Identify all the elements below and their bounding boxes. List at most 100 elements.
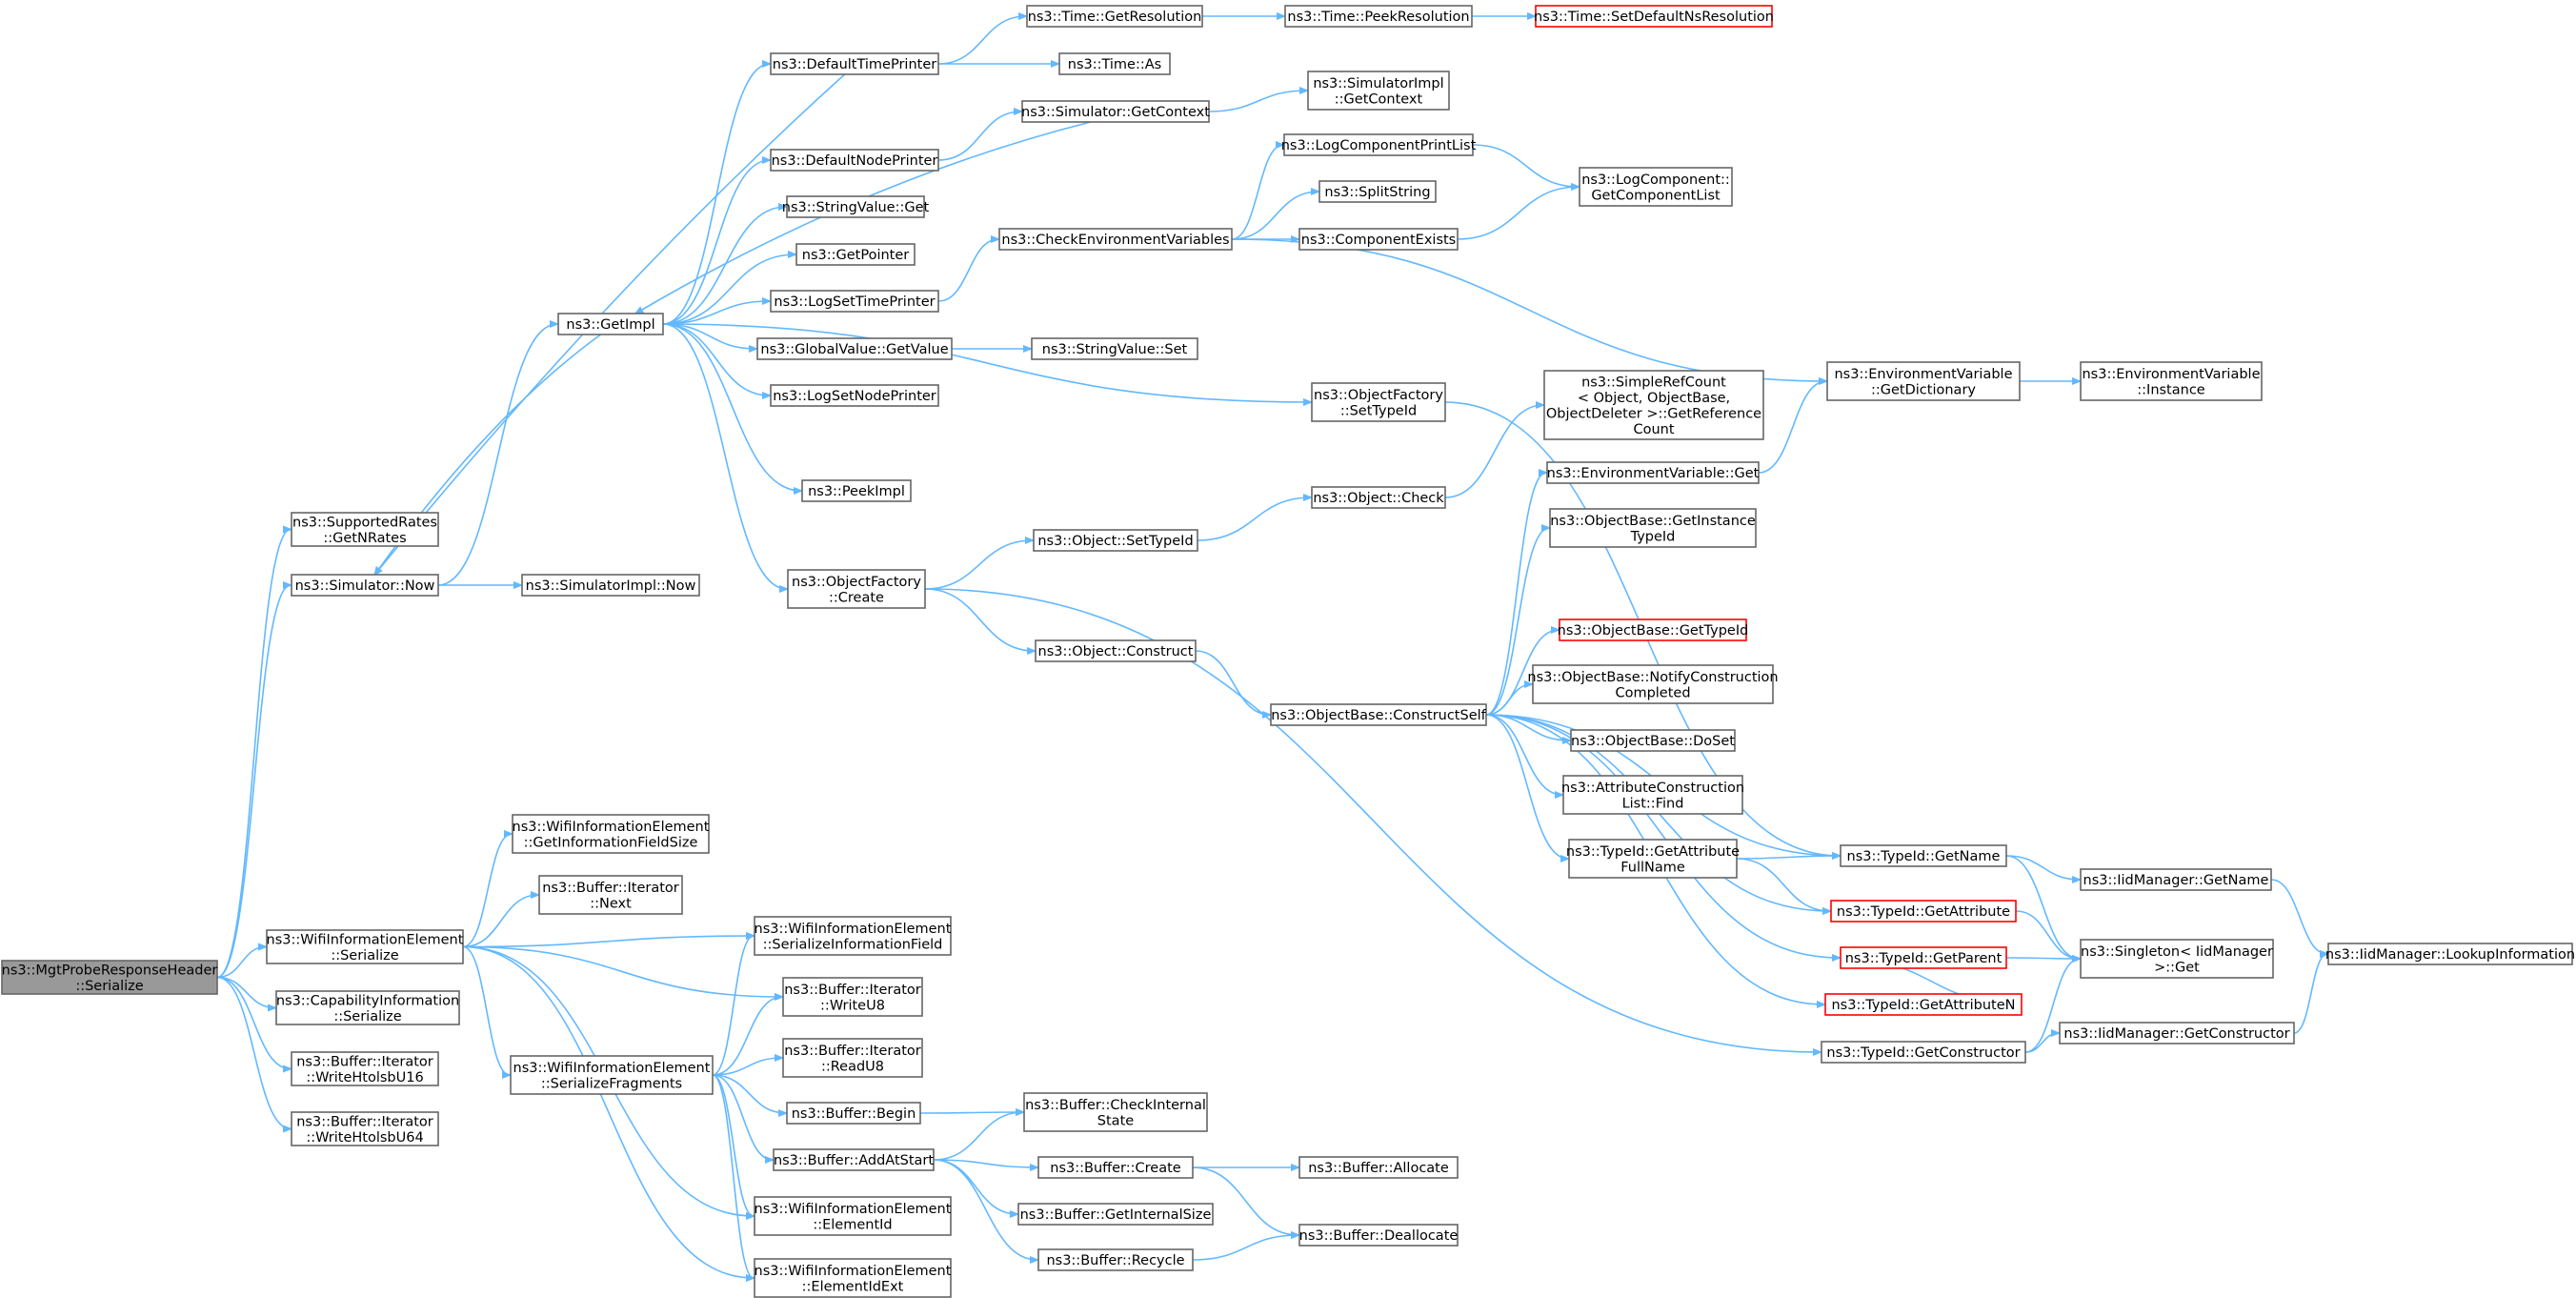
node-box[interactable]: [1021, 100, 1210, 123]
node-box[interactable]: [291, 1111, 439, 1146]
node-box[interactable]: [782, 1038, 923, 1078]
node-strValGet[interactable]: ns3::StringValue::Get: [782, 195, 930, 218]
node-box[interactable]: [770, 149, 939, 172]
node-ofSetTypeId[interactable]: ns3::ObjectFactory::SetTypeId: [1311, 382, 1446, 422]
node-tidGetAttribute[interactable]: ns3::TypeId::GetAttribute: [1830, 900, 2017, 923]
node-simImplNow[interactable]: ns3::SimulatorImpl::Now: [521, 574, 700, 597]
node-box[interactable]: [1568, 839, 1738, 879]
node-tidGetConstructor[interactable]: ns3::TypeId::GetConstructor: [1821, 1041, 2026, 1064]
node-bufBegin[interactable]: ns3::Buffer::Begin: [786, 1102, 921, 1125]
node-checkEnvVars[interactable]: ns3::CheckEnvironmentVariables: [998, 228, 1233, 251]
node-iidGetConstructor[interactable]: ns3::IidManager::GetConstructor: [2059, 1022, 2295, 1044]
node-box[interactable]: [782, 977, 923, 1017]
node-box[interactable]: [1298, 228, 1459, 251]
node-box[interactable]: [2080, 868, 2272, 891]
node-root[interactable]: ns3::MgtProbeResponseHeader::Serialize: [1, 960, 218, 995]
node-ofCreate[interactable]: ns3::ObjectFactory::Create: [787, 569, 926, 609]
node-box[interactable]: [2327, 943, 2573, 965]
node-defNodePrinter[interactable]: ns3::DefaultNodePrinter: [770, 149, 939, 172]
node-box[interactable]: [1023, 1092, 1208, 1132]
node-box[interactable]: [998, 228, 1233, 251]
node-box[interactable]: [801, 479, 912, 502]
node-wieElementId[interactable]: ns3::WifiInformationElement::ElementId: [754, 1196, 952, 1236]
node-singletonGet[interactable]: ns3::Singleton< IidManager>::Get: [2080, 939, 2274, 979]
node-peekImpl[interactable]: ns3::PeekImpl: [801, 479, 912, 502]
node-box[interactable]: [1840, 844, 2007, 867]
node-box[interactable]: [1543, 370, 1764, 440]
node-wieElementIdExt[interactable]: ns3::WifiInformationElement::ElementIdEx…: [754, 1258, 952, 1298]
node-box[interactable]: [786, 195, 925, 218]
node-box[interactable]: [754, 916, 952, 956]
node-timeGetRes[interactable]: ns3::Time::GetResolution: [1026, 5, 1203, 28]
node-logCompPrintList[interactable]: ns3::LogComponentPrintList: [1281, 133, 1477, 156]
node-box[interactable]: [1532, 664, 1774, 704]
node-box[interactable]: [521, 574, 700, 597]
node-box[interactable]: [787, 569, 926, 609]
node-box[interactable]: [754, 1258, 952, 1298]
node-box[interactable]: [1311, 382, 1446, 422]
node-splitString[interactable]: ns3::SplitString: [1318, 180, 1437, 203]
node-box[interactable]: [538, 875, 683, 915]
node-wieSerInfoField[interactable]: ns3::WifiInformationElement::SerializeIn…: [754, 916, 952, 956]
node-box[interactable]: [1, 960, 218, 995]
node-box[interactable]: [510, 1055, 714, 1095]
node-bufIterWriteU8[interactable]: ns3::Buffer::Iterator::WriteU8: [782, 977, 923, 1017]
node-box[interactable]: [291, 1051, 439, 1086]
node-tidGetName[interactable]: ns3::TypeId::GetName: [1840, 844, 2007, 867]
node-box[interactable]: [770, 52, 939, 75]
node-box[interactable]: [756, 337, 953, 360]
node-envVarGet[interactable]: ns3::EnvironmentVariable::Get: [1546, 461, 1760, 484]
node-box[interactable]: [1824, 993, 2023, 1016]
node-logSetTimePrinter[interactable]: ns3::LogSetTimePrinter: [770, 290, 939, 313]
node-box[interactable]: [1035, 639, 1197, 662]
node-box[interactable]: [1546, 461, 1760, 484]
node-timeAs[interactable]: ns3::Time::As: [1058, 52, 1171, 75]
node-box[interactable]: [1033, 529, 1198, 552]
node-box[interactable]: [1270, 703, 1487, 726]
node-bufIterNext[interactable]: ns3::Buffer::Iterator::Next: [538, 875, 683, 915]
node-box[interactable]: [1307, 71, 1450, 111]
node-getPointer[interactable]: ns3::GetPointer: [795, 243, 916, 266]
node-bufAddAtStart[interactable]: ns3::Buffer::AddAtStart: [773, 1148, 935, 1171]
node-obNotifyConstr[interactable]: ns3::ObjectBase::NotifyConstructionCompl…: [1527, 664, 1779, 704]
node-box[interactable]: [266, 929, 464, 964]
node-box[interactable]: [770, 290, 939, 313]
node-box[interactable]: [1298, 1224, 1459, 1247]
node-box[interactable]: [1311, 486, 1446, 509]
node-tidGetAttributeN[interactable]: ns3::TypeId::GetAttributeN: [1824, 993, 2023, 1016]
node-objCheck[interactable]: ns3::Object::Check: [1311, 486, 1446, 509]
node-defTimePrinter[interactable]: ns3::DefaultTimePrinter: [770, 52, 939, 75]
node-box[interactable]: [2080, 361, 2263, 401]
node-box[interactable]: [275, 990, 460, 1025]
node-bufDeallocate[interactable]: ns3::Buffer::Deallocate: [1298, 1224, 1459, 1247]
node-box[interactable]: [1017, 1203, 1214, 1226]
node-capSerialize[interactable]: ns3::CapabilityInformation::Serialize: [275, 990, 460, 1025]
node-box[interactable]: [795, 243, 916, 266]
node-box[interactable]: [1298, 1156, 1459, 1179]
node-obConstructSelf[interactable]: ns3::ObjectBase::ConstructSelf: [1270, 703, 1487, 726]
node-logSetNodePrinter[interactable]: ns3::LogSetNodePrinter: [770, 384, 939, 407]
node-box[interactable]: [557, 313, 664, 335]
node-box[interactable]: [2080, 939, 2274, 979]
node-bufRecycle[interactable]: ns3::Buffer::Recycle: [1037, 1248, 1194, 1271]
node-bufAllocate[interactable]: ns3::Buffer::Allocate: [1298, 1156, 1459, 1179]
node-box[interactable]: [1830, 900, 2017, 923]
node-writeHtolsbU16[interactable]: ns3::Buffer::Iterator::WriteHtolsbU16: [291, 1051, 439, 1086]
node-gvGetValue[interactable]: ns3::GlobalValue::GetValue: [756, 337, 953, 360]
node-box[interactable]: [1559, 619, 1747, 641]
node-box[interactable]: [1284, 5, 1473, 28]
node-box[interactable]: [1549, 508, 1757, 548]
node-simImplGetContext[interactable]: ns3::SimulatorImpl::GetContext: [1307, 71, 1450, 111]
node-box[interactable]: [1840, 946, 2007, 969]
node-envVarInstance[interactable]: ns3::EnvironmentVariable::Instance: [2080, 361, 2263, 401]
node-bufIterReadU8[interactable]: ns3::Buffer::Iterator::ReadU8: [782, 1038, 923, 1078]
node-logCompGetList[interactable]: ns3::LogComponent::GetComponentList: [1579, 167, 1733, 207]
node-objSetTypeId[interactable]: ns3::Object::SetTypeId: [1033, 529, 1198, 552]
node-wieSerialize[interactable]: ns3::WifiInformationElement::Serialize: [266, 929, 464, 964]
node-bufCreate[interactable]: ns3::Buffer::Create: [1037, 1156, 1194, 1179]
node-box[interactable]: [773, 1148, 935, 1171]
node-strValSet[interactable]: ns3::StringValue::Set: [1031, 337, 1198, 360]
